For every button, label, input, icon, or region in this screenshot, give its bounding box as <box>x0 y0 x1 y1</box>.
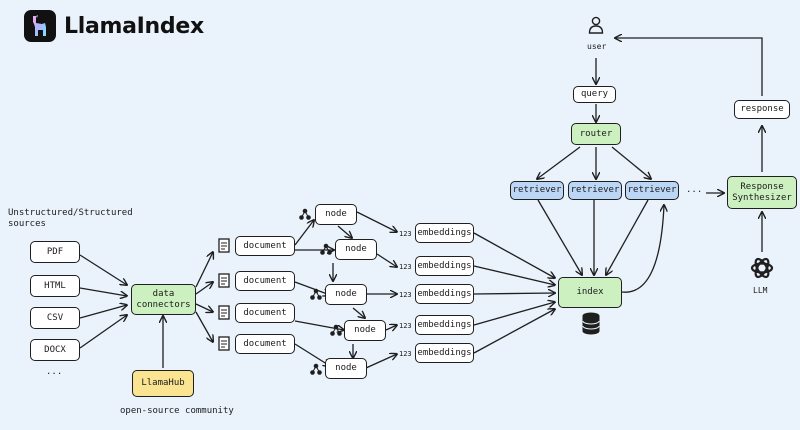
user-label: user <box>587 42 607 51</box>
retriever-box: retriever <box>510 181 564 200</box>
data-connectors-box: data connectors <box>131 284 196 315</box>
index-box: index <box>558 277 622 308</box>
embedding-number: 123 <box>399 291 412 299</box>
hierarchy-icon <box>310 288 322 300</box>
router-box: router <box>571 123 621 145</box>
embeddings-box: embeddings <box>415 343 474 363</box>
hierarchy-icon <box>330 324 342 336</box>
user-icon <box>588 16 604 34</box>
embeddings-box: embeddings <box>415 223 474 243</box>
brand-name: LlamaIndex <box>64 13 204 39</box>
response-box: response <box>734 100 790 119</box>
hierarchy-icon <box>320 243 332 255</box>
embedding-number: 123 <box>399 263 412 271</box>
node-box: node <box>325 284 367 305</box>
response-synthesizer-box: Response Synthesizer <box>727 176 797 209</box>
retriever-box: retriever <box>568 181 622 200</box>
sources-ellipsis: ... <box>46 367 63 377</box>
document-icon <box>218 336 230 351</box>
embedding-number: 123 <box>399 230 412 238</box>
embeddings-box: embeddings <box>415 284 474 304</box>
source-html: HTML <box>30 275 80 297</box>
openai-logo-icon <box>750 257 774 279</box>
document-box: document <box>235 236 295 256</box>
document-icon <box>218 273 230 288</box>
node-box: node <box>344 320 386 341</box>
llama-logo-icon <box>24 10 56 42</box>
hierarchy-icon <box>310 363 322 375</box>
hierarchy-icon <box>299 208 311 220</box>
document-box: document <box>235 303 295 323</box>
llamahub-caption: open-source community <box>120 406 234 416</box>
document-box: document <box>235 271 295 291</box>
source-csv: CSV <box>30 307 80 329</box>
sources-label: Unstructured/Structured sources <box>8 208 133 229</box>
document-icon <box>218 238 230 253</box>
retriever-ellipsis: ... <box>686 185 703 195</box>
llamahub-box: LlamaHub <box>132 370 194 397</box>
retriever-box: retriever <box>625 181 679 200</box>
document-box: document <box>235 334 295 354</box>
embedding-number: 123 <box>399 350 412 358</box>
embeddings-box: embeddings <box>415 315 474 335</box>
node-box: node <box>335 239 377 260</box>
node-box: node <box>315 204 357 225</box>
source-docx: DOCX <box>30 339 80 361</box>
source-pdf: PDF <box>30 241 80 263</box>
embeddings-box: embeddings <box>415 256 474 276</box>
embedding-number: 123 <box>399 322 412 330</box>
query-box: query <box>573 86 616 103</box>
brand-header: LlamaIndex <box>24 10 204 42</box>
node-box: node <box>325 358 367 379</box>
document-icon <box>218 305 230 320</box>
llm-label: LLM <box>753 286 768 295</box>
